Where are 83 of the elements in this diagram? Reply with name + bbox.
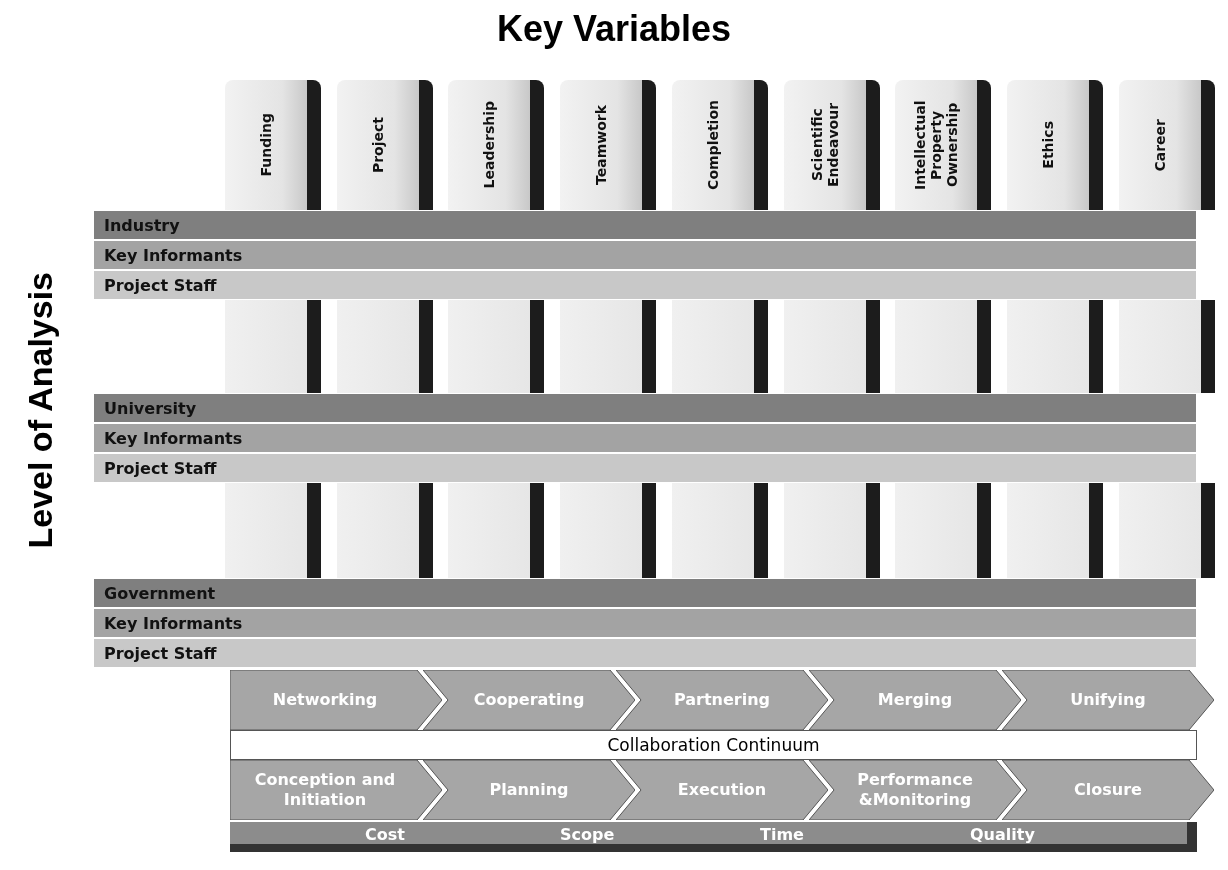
variable-tab [1006, 80, 1103, 210]
variable-tab [783, 80, 880, 210]
level-name: Key Informants [104, 613, 243, 633]
variable-name: Scientific Endeavour [808, 101, 841, 190]
constraint-text: Scope [560, 825, 615, 844]
level-band [93, 393, 1197, 423]
grid-cell [783, 483, 880, 578]
grid-cell [560, 300, 657, 393]
process-step [423, 670, 635, 730]
level-band [93, 423, 1197, 453]
variable-tab [560, 80, 657, 210]
variable-name: Intellectual Property Ownership [912, 99, 961, 192]
level-name: Project Staff [104, 458, 217, 478]
level-band [93, 638, 1197, 668]
grid-cell [560, 483, 657, 578]
grid-cell [225, 483, 321, 578]
constraint-text: Quality [970, 825, 1035, 844]
variable-tab [336, 80, 433, 210]
grid-cell [671, 483, 768, 578]
level-band [93, 240, 1197, 270]
level-band [93, 608, 1197, 638]
variable-tab [671, 80, 768, 210]
grid-cell [448, 483, 545, 578]
variable-name: Funding [258, 113, 274, 177]
variable-name: Completion [704, 100, 721, 190]
level-name: Key Informants [104, 428, 243, 448]
continuum-text: Collaboration Continuum [607, 735, 820, 755]
variable-name: Teamwork [593, 105, 610, 185]
process-step [230, 670, 442, 730]
stage-name: Unifying [1070, 690, 1146, 710]
continuum-bar [230, 730, 1197, 760]
process-step [809, 670, 1021, 730]
grid-cell [1006, 300, 1103, 393]
process-step [230, 760, 442, 820]
level-band [93, 453, 1197, 483]
variable-tab [225, 80, 321, 210]
level-name: Industry [104, 215, 180, 235]
title: Key Variables [496, 8, 732, 49]
grid-cell [225, 300, 321, 393]
grid-cell [783, 300, 880, 393]
variable-name: Project [369, 116, 386, 174]
stage-name: Networking [272, 690, 378, 710]
constraint-text: Cost [365, 825, 405, 844]
variable-name: Ethics [1039, 121, 1056, 169]
constraint-text: Time [760, 825, 804, 844]
level-band [93, 578, 1197, 608]
level-name: Government [104, 583, 216, 603]
variable-tab [448, 80, 545, 210]
stage-name: Partnering [673, 690, 771, 710]
grid-cell [895, 300, 992, 393]
constraint-bar [230, 822, 1197, 852]
grid-cell [336, 483, 433, 578]
process-step [616, 670, 828, 730]
level-band [93, 210, 1197, 240]
variable-tab [895, 80, 992, 210]
variable-name: Career [1151, 118, 1168, 172]
level-band [93, 270, 1197, 300]
process-step [1002, 760, 1214, 820]
stage-name: Cooperating [473, 690, 585, 710]
level-name: Project Staff [104, 275, 217, 295]
stage-name: Execution [677, 780, 767, 800]
stage-name: Closure [1074, 780, 1142, 800]
axis-label: Level of Analysis [20, 271, 60, 549]
stage-name: Conception and Initiation [253, 770, 397, 810]
stage-name: Performance &Monitoring [856, 770, 974, 810]
grid-cell [448, 300, 545, 393]
grid-cell [336, 300, 433, 393]
stage-name: Planning [489, 780, 569, 800]
grid-cell [1006, 483, 1103, 578]
grid-cell [895, 483, 992, 578]
level-name: University [104, 398, 197, 418]
grid-cell [1118, 483, 1215, 578]
process-step [809, 760, 1021, 820]
variable-name: Leadership [481, 101, 498, 189]
process-step [423, 760, 635, 820]
grid-cell [1118, 300, 1215, 393]
level-name: Key Informants [104, 245, 243, 265]
variable-tab [1118, 80, 1215, 210]
process-step [616, 760, 828, 820]
stage-name: Merging [877, 690, 953, 710]
grid-cell [671, 300, 768, 393]
process-step [1002, 670, 1214, 730]
level-name: Project Staff [104, 643, 217, 663]
